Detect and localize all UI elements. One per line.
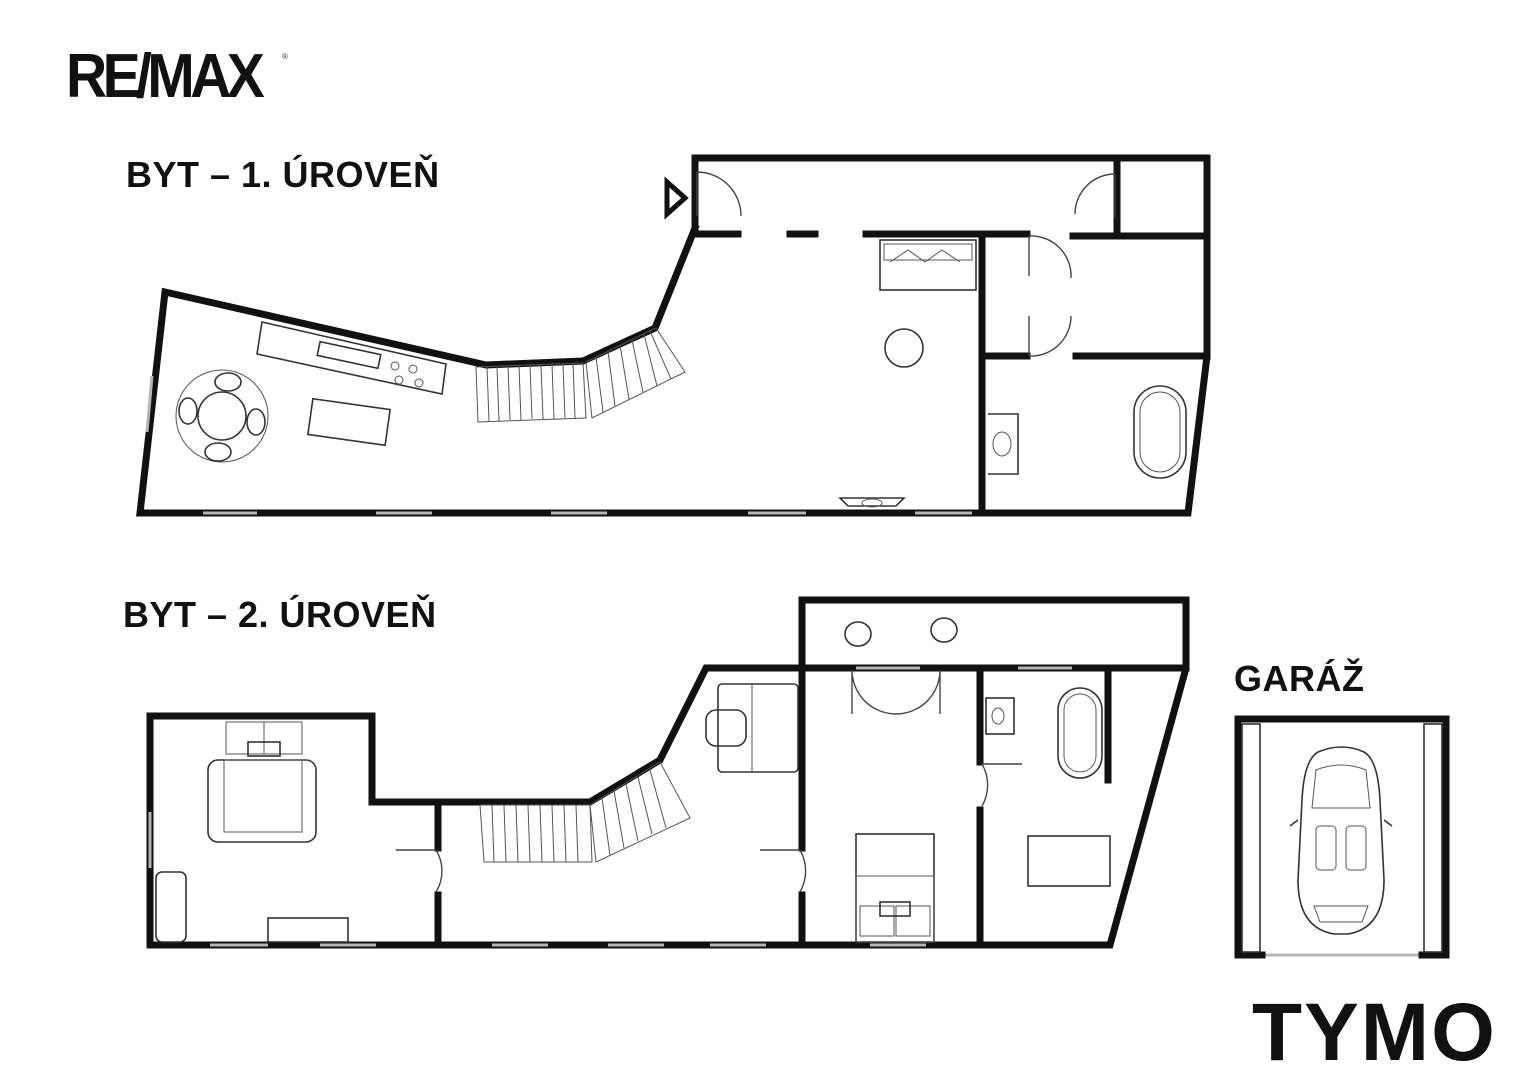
- shower-tray: [1027, 835, 1111, 887]
- level-1-walls: [136, 154, 1211, 517]
- bathroom-sink: [988, 413, 1019, 475]
- staircase-level-1: [475, 327, 686, 423]
- bathtub-level-1: [1133, 385, 1187, 479]
- cooktop-icon: [390, 361, 424, 388]
- registered-mark: ®: [282, 52, 288, 61]
- round-table: [884, 328, 924, 368]
- sofa: [879, 239, 977, 291]
- terrace-chairs: [844, 617, 958, 647]
- bathtub-level-2: [1057, 687, 1103, 779]
- level-2-doors: [396, 669, 1022, 893]
- garage-title: GARÁŽ: [1234, 658, 1365, 699]
- level-1-title: BYT – 1. ÚROVEŇ: [126, 154, 440, 195]
- garage-shelf-right: [1423, 723, 1443, 953]
- desk: [267, 917, 349, 943]
- office-desk: [705, 683, 799, 773]
- double-bed-1: [207, 721, 317, 843]
- bathroom-sink-2: [985, 697, 1015, 735]
- kitchen-counter: [256, 321, 447, 395]
- level-2-walls: [146, 596, 1190, 949]
- car-icon: [1289, 746, 1393, 935]
- garage-shelf-left: [1241, 723, 1261, 953]
- chaise-lounge: [155, 871, 187, 943]
- level-1-plan: [136, 154, 1211, 517]
- remax-logo: RE/MAX: [66, 42, 265, 111]
- entrance-triangle-icon: [664, 176, 689, 220]
- level-1-doors: [696, 171, 1116, 357]
- level-2-plan: [146, 596, 1190, 949]
- agency-logo: TYMO: [1252, 987, 1497, 1078]
- double-bed-2: [855, 833, 935, 943]
- tv-unit: [838, 497, 906, 508]
- kitchen-island: [306, 397, 392, 447]
- garage-plan: [1234, 715, 1450, 959]
- staircase-level-2: [479, 761, 691, 863]
- dining-table: [175, 369, 269, 463]
- level-2-title: BYT – 2. ÚROVEŇ: [123, 594, 437, 635]
- level-1-windows: [145, 375, 972, 515]
- level-2-windows: [148, 666, 1072, 947]
